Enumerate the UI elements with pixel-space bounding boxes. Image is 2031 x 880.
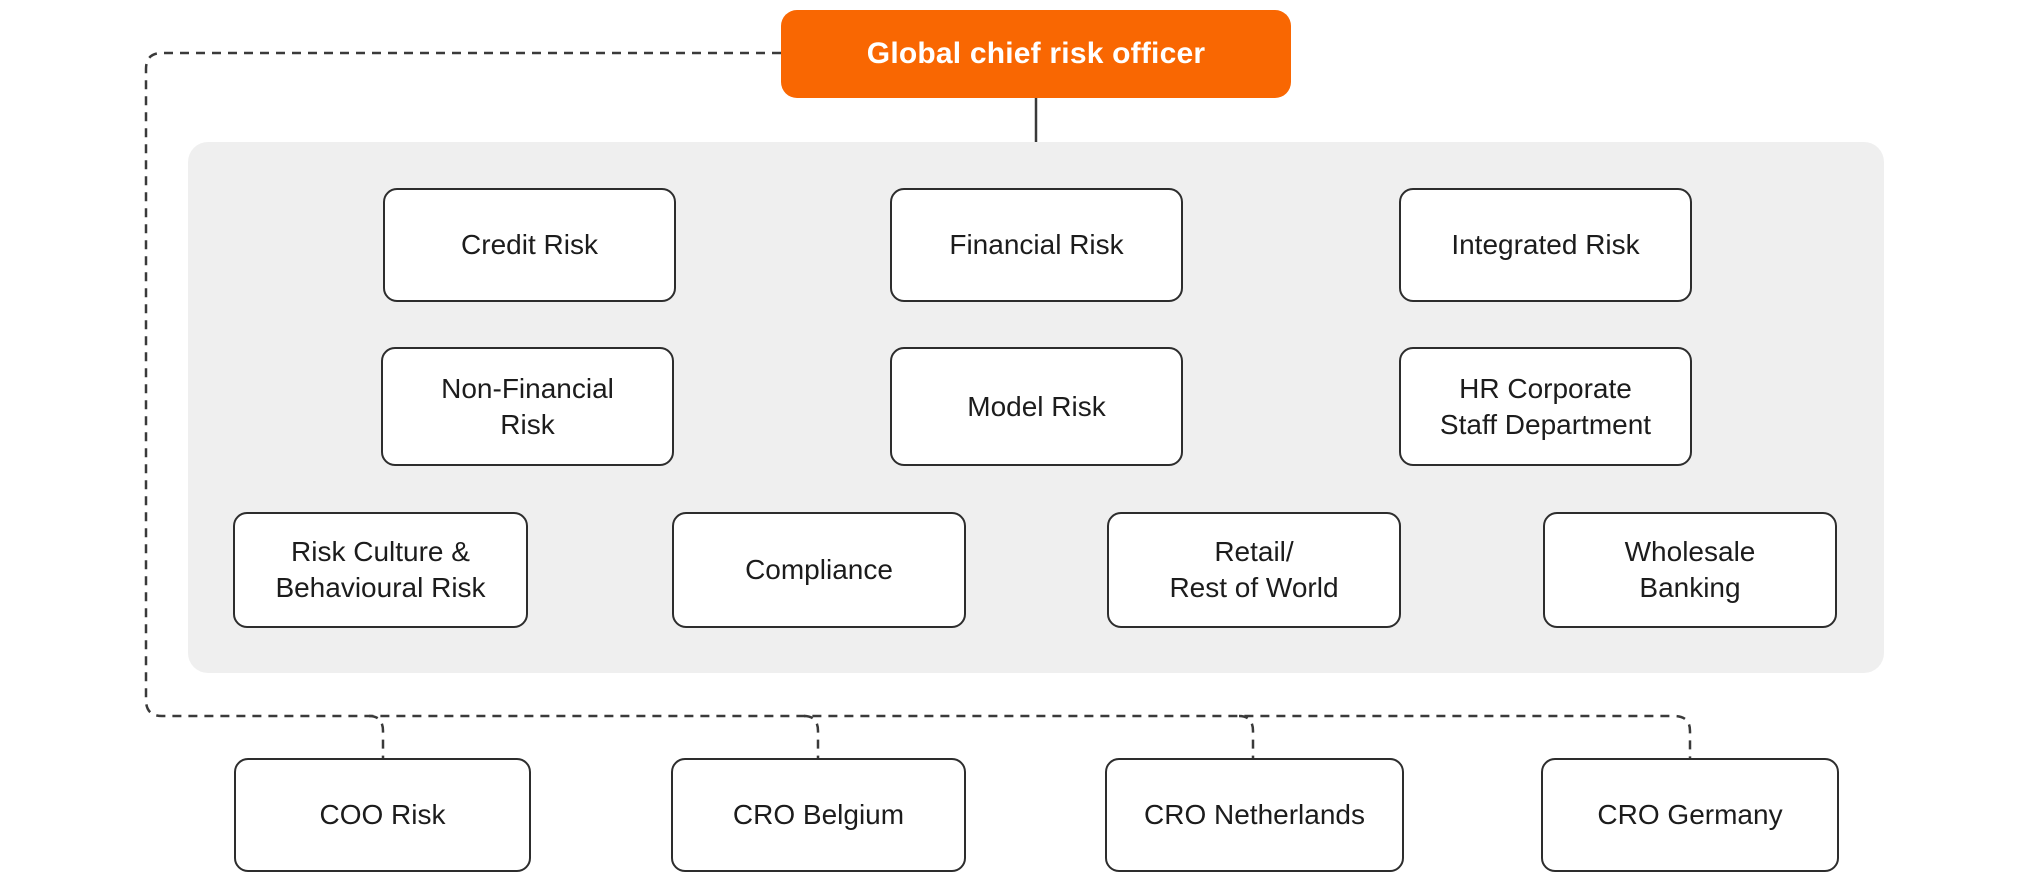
node-cro-netherlands: CRO Netherlands <box>1105 758 1404 872</box>
node-compliance: Compliance <box>672 512 966 628</box>
node-cro-belgium: CRO Belgium <box>671 758 966 872</box>
connector-branch-cro-netherlands <box>1238 714 1255 758</box>
node-financial-risk: Financial Risk <box>890 188 1183 302</box>
node-cro-germany: CRO Germany <box>1541 758 1839 872</box>
node-coo-risk: COO Risk <box>234 758 531 872</box>
node-integrated-risk: Integrated Risk <box>1399 188 1692 302</box>
node-credit-risk: Credit Risk <box>383 188 676 302</box>
node-non-financial-risk: Non-Financial Risk <box>381 347 674 466</box>
connector-branch-cro-belgium <box>803 714 820 758</box>
node-model-risk: Model Risk <box>890 347 1183 466</box>
root-label: Global chief risk officer <box>866 37 1206 70</box>
node-retail-rest-of-world: Retail/ Rest of World <box>1107 512 1401 628</box>
node-hr-corporate-staff-department: HR Corporate Staff Department <box>1399 347 1692 466</box>
node-global-chief-risk-officer: Global chief risk officer <box>781 10 1291 98</box>
node-risk-culture-behavioural-risk: Risk Culture & Behavioural Risk <box>233 512 528 628</box>
connector-branch-coo-risk <box>368 714 385 758</box>
node-wholesale-banking: Wholesale Banking <box>1543 512 1837 628</box>
